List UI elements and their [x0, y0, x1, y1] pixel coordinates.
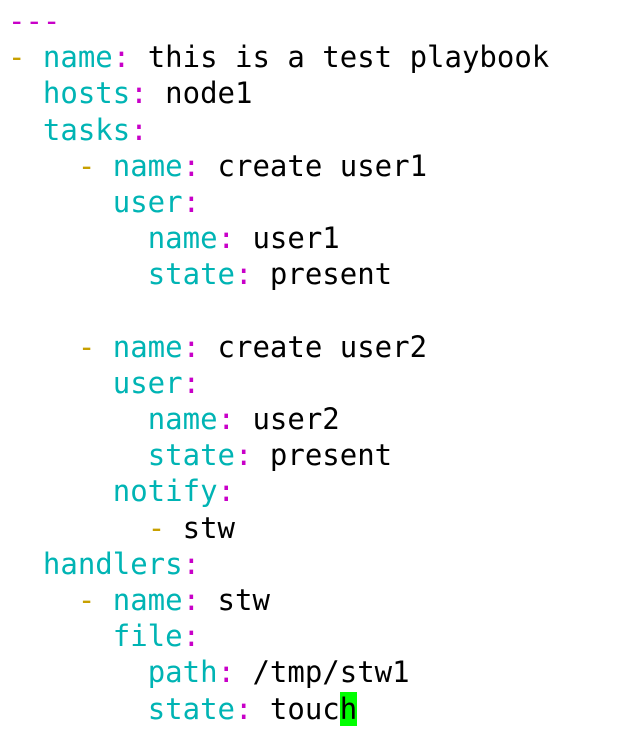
- yaml-colon: :: [182, 365, 201, 400]
- editor-line: name: user1: [8, 220, 616, 256]
- yaml-list-dash: -: [77, 583, 113, 617]
- yaml-colon: :: [182, 184, 201, 219]
- yaml-colon: :: [235, 438, 253, 473]
- yaml-key: name: [147, 221, 218, 256]
- yaml-colon: :: [235, 257, 253, 292]
- yaml-value: user2: [235, 402, 340, 437]
- yaml-value: present: [252, 438, 393, 473]
- indent-whitespace: [8, 402, 148, 436]
- yaml-colon: :: [182, 583, 201, 617]
- yaml-key: name: [112, 329, 183, 364]
- yaml-colon: :: [182, 546, 201, 581]
- editor-line: [8, 293, 616, 329]
- yaml-key: name: [112, 583, 183, 617]
- yaml-key: name: [112, 148, 183, 183]
- editor-line: - name: stw: [8, 582, 616, 618]
- yaml-list-dash: -: [8, 40, 43, 75]
- editor-line: state: touch: [8, 691, 616, 727]
- yaml-list-dash: -: [147, 510, 183, 545]
- yaml-colon: :: [217, 655, 235, 690]
- yaml-key: state: [147, 257, 235, 292]
- indent-whitespace: [8, 113, 43, 147]
- editor-line: handlers:: [8, 546, 616, 582]
- indent-whitespace: [8, 185, 113, 219]
- editor-line: ---: [8, 3, 616, 39]
- indent-whitespace: [8, 330, 78, 364]
- editor-line: - name: create user2: [8, 329, 616, 365]
- yaml-colon: :: [182, 329, 201, 364]
- yaml-colon: :: [235, 691, 253, 726]
- yaml-key: file: [112, 619, 183, 654]
- yaml-key: handlers: [42, 546, 183, 581]
- yaml-key: hosts: [42, 76, 131, 111]
- yaml-list-dash: -: [77, 148, 113, 183]
- yaml-key: state: [147, 691, 235, 726]
- indent-whitespace: [8, 221, 148, 255]
- editor-line: hosts: node1: [8, 75, 616, 111]
- editor-line: state: present: [8, 256, 616, 292]
- editor-line: - name: this is a test playbook: [8, 39, 616, 75]
- editor-line: - name: create user1: [8, 148, 616, 184]
- editor-line: user:: [8, 184, 616, 220]
- editor-line: file:: [8, 618, 616, 654]
- yaml-key: state: [147, 438, 235, 473]
- yaml-colon: :: [130, 76, 148, 111]
- yaml-value: stw: [182, 510, 235, 545]
- editor-line: state: present: [8, 437, 616, 473]
- yaml-list-dash: -: [77, 329, 113, 364]
- yaml-value: stw: [200, 583, 270, 617]
- yaml-key: name: [42, 40, 113, 75]
- yaml-colon: :: [217, 474, 235, 509]
- indent-whitespace: [8, 366, 113, 400]
- yaml-document-marker: ---: [8, 4, 61, 38]
- yaml-colon: :: [130, 112, 148, 147]
- yaml-value: present: [252, 257, 393, 292]
- editor-line: name: user2: [8, 401, 616, 437]
- indent-whitespace: [8, 474, 113, 508]
- indent-whitespace: [8, 438, 148, 472]
- yaml-colon: :: [112, 40, 131, 75]
- yaml-value: create user2: [200, 329, 428, 364]
- editor-line: path: /tmp/stw1: [8, 654, 616, 690]
- yaml-value: create user1: [200, 148, 428, 183]
- yaml-key: user: [112, 184, 183, 219]
- yaml-key: notify: [112, 474, 218, 509]
- indent-whitespace: [8, 619, 113, 653]
- indent-whitespace: [8, 76, 43, 110]
- yaml-key: tasks: [42, 112, 131, 147]
- indent-whitespace: [8, 583, 78, 617]
- yaml-value: touc: [252, 691, 340, 726]
- yaml-value: user1: [235, 221, 340, 256]
- editor-line: - stw: [8, 510, 616, 546]
- yaml-key: path: [147, 655, 218, 690]
- yaml-colon: :: [182, 619, 201, 654]
- yaml-value: node1: [147, 76, 253, 111]
- indent-whitespace: [8, 511, 148, 545]
- editor-line: tasks:: [8, 112, 616, 148]
- yaml-key: name: [147, 402, 218, 437]
- indent-whitespace: [8, 257, 148, 291]
- yaml-value: /tmp/stw1: [235, 655, 410, 690]
- editor-line: user:: [8, 365, 616, 401]
- indent-whitespace: [8, 547, 43, 581]
- yaml-editor-text-area[interactable]: ---- name: this is a test playbook hosts…: [8, 3, 616, 739]
- yaml-key: user: [112, 365, 183, 400]
- yaml-colon: :: [182, 148, 201, 183]
- yaml-colon: :: [217, 221, 235, 256]
- indent-whitespace: [8, 149, 78, 183]
- yaml-colon: :: [217, 402, 235, 437]
- indent-whitespace: [8, 692, 148, 726]
- text-cursor: h: [339, 691, 358, 726]
- editor-line: notify:: [8, 473, 616, 509]
- yaml-value: this is a test playbook: [130, 40, 550, 75]
- indent-whitespace: [8, 655, 148, 689]
